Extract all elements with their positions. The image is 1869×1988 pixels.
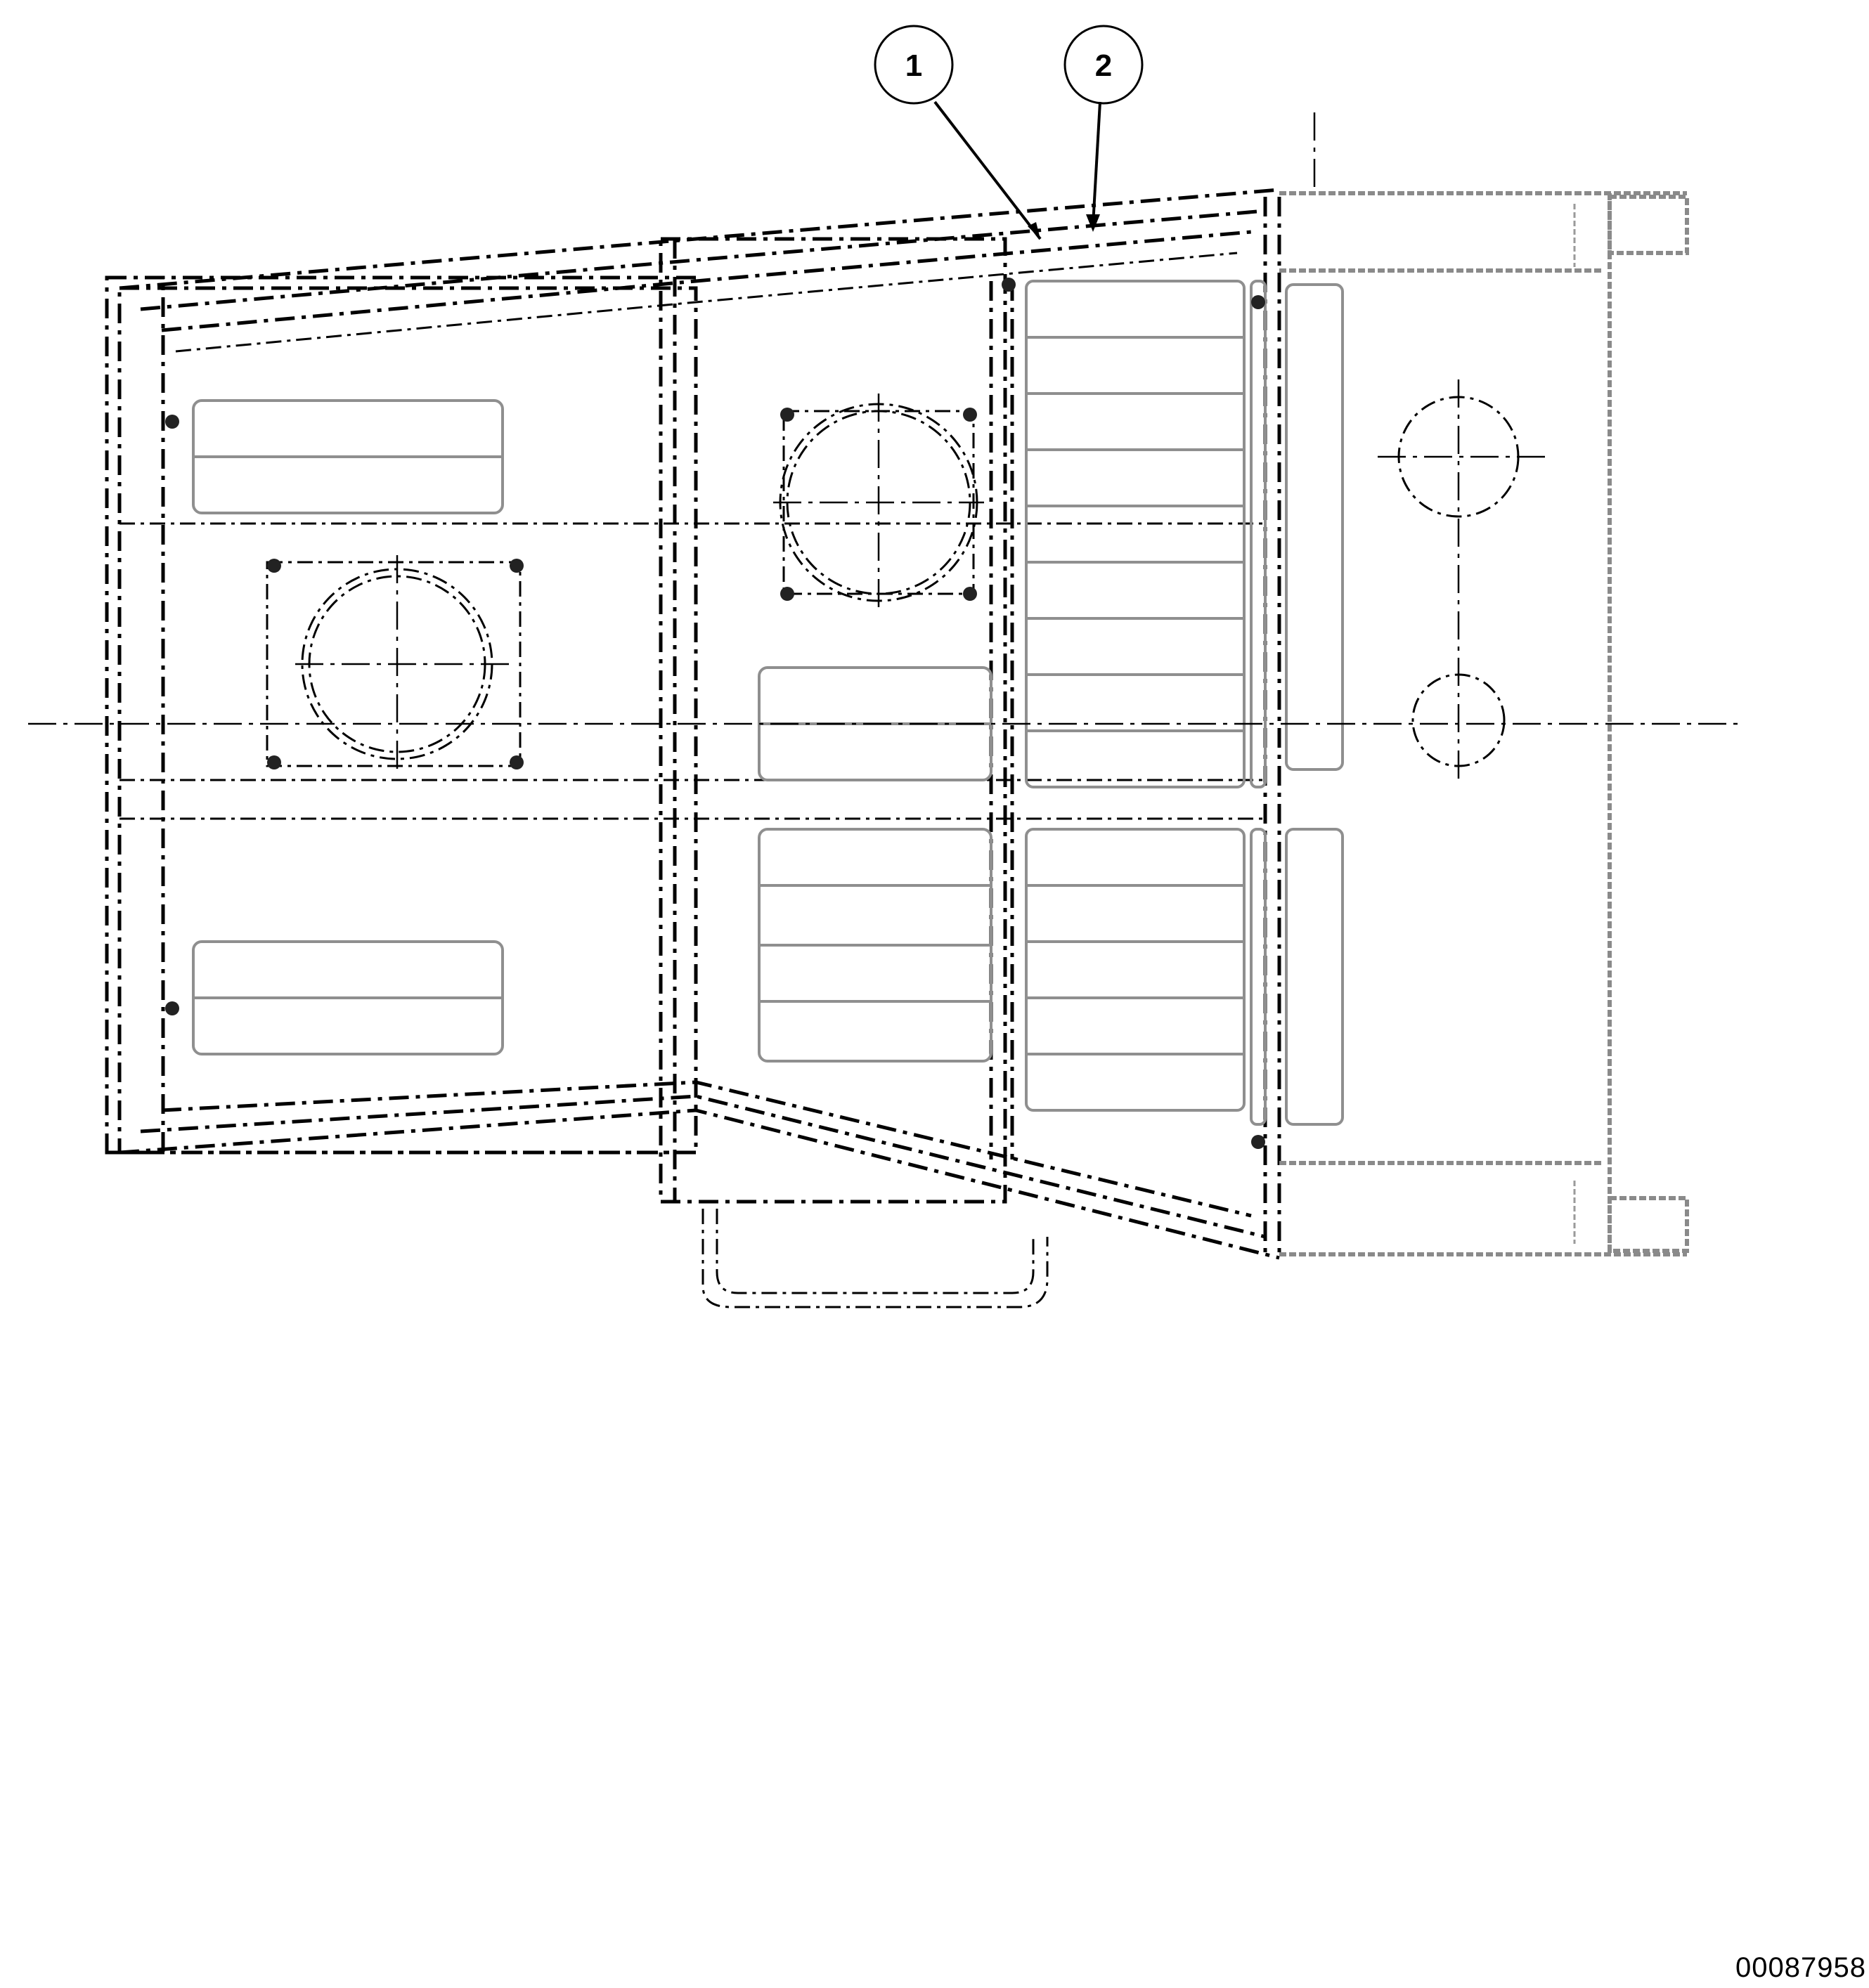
callout-1-leader bbox=[933, 100, 1042, 240]
callout-1: 1 bbox=[874, 25, 1042, 240]
slot-panels bbox=[192, 280, 1246, 1112]
callout-2: 2 bbox=[1063, 25, 1144, 232]
front-frame bbox=[1250, 191, 1689, 1256]
callout-1-label: 1 bbox=[905, 48, 922, 83]
chassis-outline bbox=[105, 188, 1281, 1308]
bolts bbox=[165, 278, 1265, 1149]
callout-2-label: 2 bbox=[1095, 48, 1112, 83]
circular-openings bbox=[266, 396, 1520, 767]
center-lines bbox=[28, 112, 1743, 780]
callout-2-leader bbox=[1092, 101, 1101, 226]
document-id: 00087958 bbox=[1735, 1952, 1866, 1983]
